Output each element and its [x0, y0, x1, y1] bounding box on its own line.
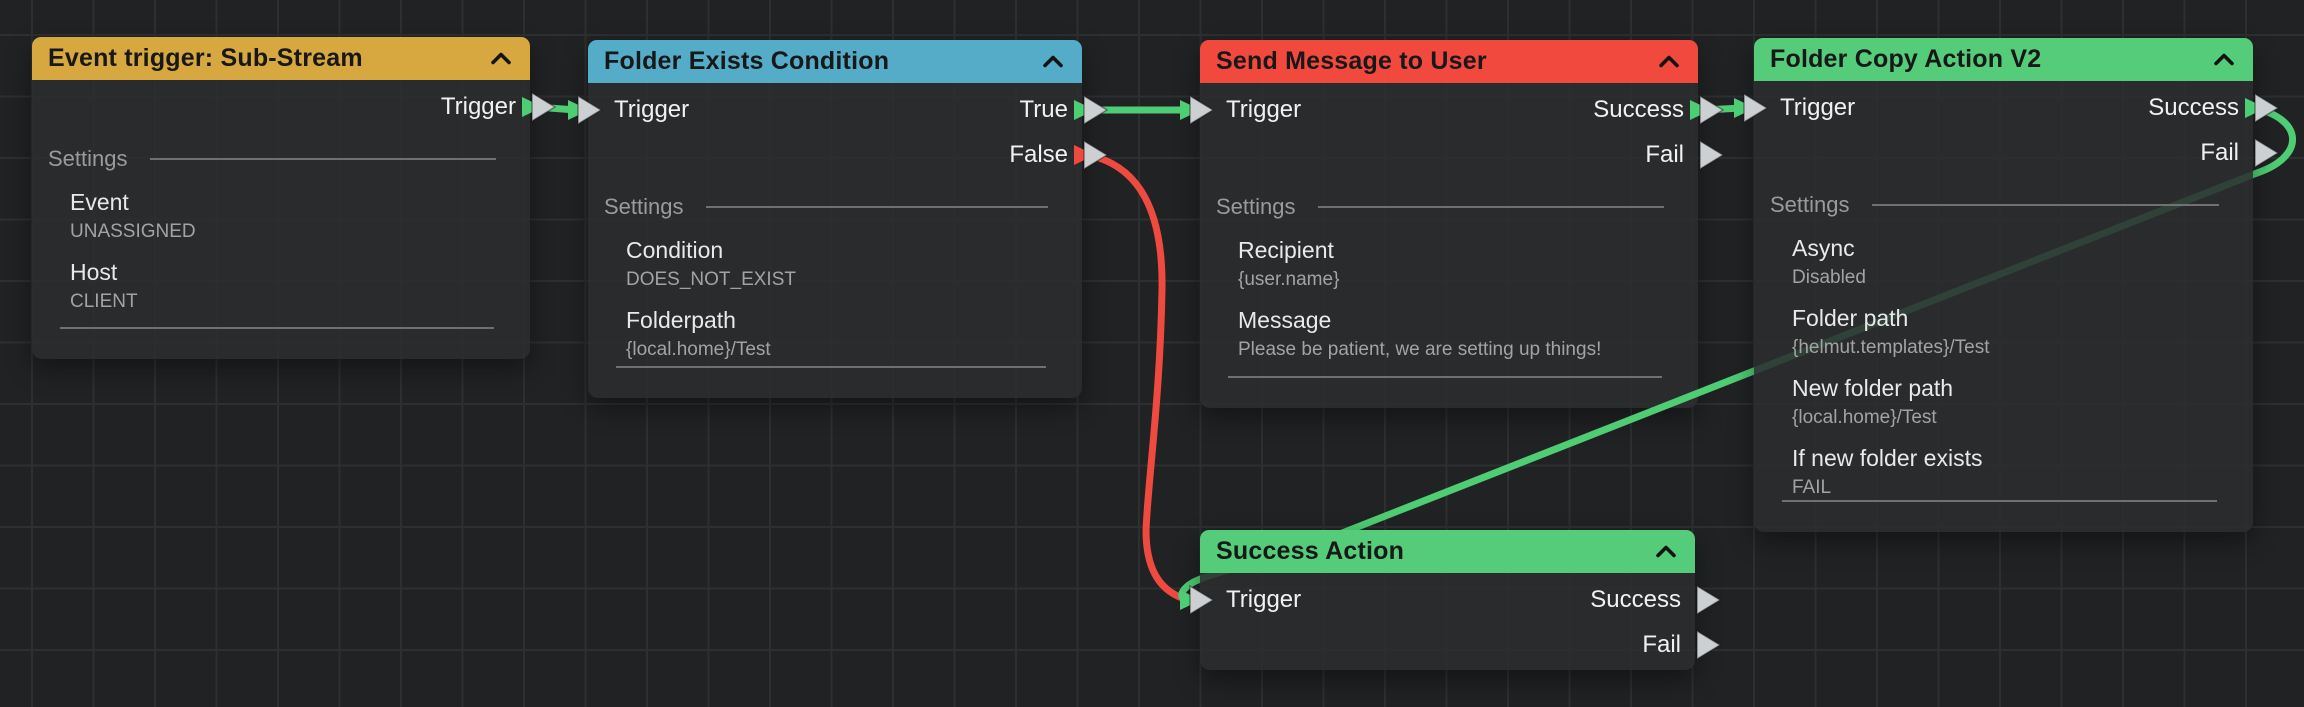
- output-port-label-trigger: Trigger: [440, 93, 516, 120]
- chevron-up-shape: [1659, 55, 1679, 68]
- input-port-label-trigger: Trigger: [1780, 94, 1856, 121]
- field-label: New folder path: [1792, 375, 1954, 401]
- output-port-label-fail: Fail: [1642, 631, 1681, 658]
- node-bottom-divider: [1782, 500, 2217, 502]
- chevron-up-shape: [1656, 545, 1676, 558]
- output-port-label-success: Success: [2148, 94, 2239, 121]
- settings-section-header: Settings: [48, 144, 496, 174]
- node-header[interactable]: Folder Copy Action V2: [1754, 38, 2253, 81]
- settings-divider: [1871, 204, 2219, 206]
- input-port-label-trigger: Trigger: [1226, 586, 1302, 613]
- setting-field-folderpath: Folderpath {local.home}/Test: [626, 306, 1052, 362]
- output-port-label-false: False: [1009, 141, 1068, 168]
- field-value: DOES_NOT_EXIST: [626, 269, 796, 290]
- field-label: Folderpath: [626, 307, 736, 333]
- input-port-label-trigger: Trigger: [614, 96, 690, 123]
- collapse-chevron-icon[interactable]: [490, 52, 512, 65]
- field-value: {local.home}/Test: [1792, 407, 1937, 428]
- setting-field-new-folder-path: New folder path {local.home}/Test: [1792, 374, 2223, 430]
- collapse-chevron-icon[interactable]: [1655, 545, 1677, 558]
- node-title: Folder Copy Action V2: [1770, 45, 2042, 73]
- field-value: Disabled: [1792, 267, 1866, 288]
- settings-section-header: Settings: [1770, 190, 2219, 220]
- node-header[interactable]: Folder Exists Condition: [588, 40, 1082, 83]
- output-port-label-fail: Fail: [2200, 139, 2239, 166]
- node-header[interactable]: Success Action: [1200, 530, 1695, 573]
- settings-label: Settings: [604, 194, 684, 219]
- field-label: If new folder exists: [1792, 445, 1983, 471]
- settings-section-header: Settings: [604, 192, 1048, 222]
- field-label: Event: [70, 189, 129, 215]
- node-title: Folder Exists Condition: [604, 47, 890, 75]
- node-bottom-divider: [60, 327, 494, 329]
- chevron-up-shape: [491, 52, 511, 65]
- settings-label: Settings: [48, 146, 128, 171]
- field-label: Folder path: [1792, 305, 1909, 331]
- field-label: Condition: [626, 237, 724, 263]
- output-port-label-true: True: [1019, 96, 1068, 123]
- settings-divider: [149, 158, 496, 160]
- setting-field-folder-path: Folder path {helmut.templates}/Test: [1792, 304, 2223, 360]
- field-value: {helmut.templates}/Test: [1792, 337, 1990, 358]
- node-header[interactable]: Event trigger: Sub-Stream: [32, 37, 530, 80]
- node-title: Success Action: [1216, 537, 1405, 565]
- settings-label: Settings: [1770, 192, 1850, 217]
- node-bottom-divider: [616, 366, 1046, 368]
- collapse-chevron-icon[interactable]: [2213, 53, 2235, 66]
- field-value: CLIENT: [70, 291, 138, 312]
- node-header[interactable]: Send Message to User: [1200, 40, 1698, 83]
- output-port-label-success: Success: [1590, 586, 1681, 613]
- chevron-up-shape: [2214, 53, 2234, 66]
- collapse-chevron-icon[interactable]: [1658, 55, 1680, 68]
- node-title: Send Message to User: [1216, 47, 1487, 75]
- settings-divider: [705, 206, 1048, 208]
- field-label: Host: [70, 259, 118, 285]
- field-label: Async: [1792, 235, 1855, 261]
- field-value: {local.home}/Test: [626, 339, 771, 360]
- collapse-chevron-icon[interactable]: [1042, 55, 1064, 68]
- field-value: UNASSIGNED: [70, 221, 196, 242]
- node-title: Event trigger: Sub-Stream: [48, 44, 363, 72]
- chevron-up-shape: [1043, 55, 1063, 68]
- field-value: FAIL: [1792, 477, 1832, 498]
